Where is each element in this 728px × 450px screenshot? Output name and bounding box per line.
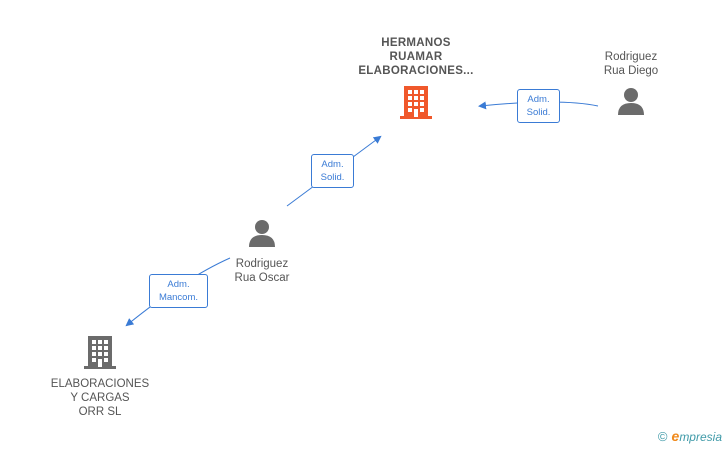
company-name-elaboraciones: ELABORACIONES Y CARGAS ORR SL <box>50 378 150 418</box>
company-name-hermanos-ruamar: HERMANOS RUAMAR ELABORACIONES... <box>358 37 474 77</box>
person-node-rodriguez-rua-oscar[interactable]: Rodriguez Rua Oscar <box>220 218 304 285</box>
copyright-icon: © <box>657 429 668 444</box>
person-node-rodriguez-rua-diego[interactable]: Rodriguez Rua Diego <box>589 50 673 121</box>
person-name-diego: Rodriguez Rua Diego <box>603 51 659 77</box>
building-icon <box>400 86 432 119</box>
company-node-elaboraciones-y-cargas[interactable]: ELABORACIONES Y CARGAS ORR SL <box>40 334 160 419</box>
person-name-oscar: Rodriguez Rua Oscar <box>234 258 290 284</box>
edge-label-diego-adm-solid[interactable]: Adm. Solid. <box>517 89 560 123</box>
edge-label-oscar-adm-mancom[interactable]: Adm. Mancom. <box>149 274 208 308</box>
building-icon <box>84 336 116 369</box>
person-icon <box>249 220 275 247</box>
empresia-logo: ©empresia <box>657 428 722 444</box>
company-node-hermanos-ruamar[interactable]: HERMANOS RUAMAR ELABORACIONES... <box>346 36 486 125</box>
person-icon <box>618 88 644 115</box>
edge-label-oscar-adm-solid[interactable]: Adm. Solid. <box>311 154 354 188</box>
